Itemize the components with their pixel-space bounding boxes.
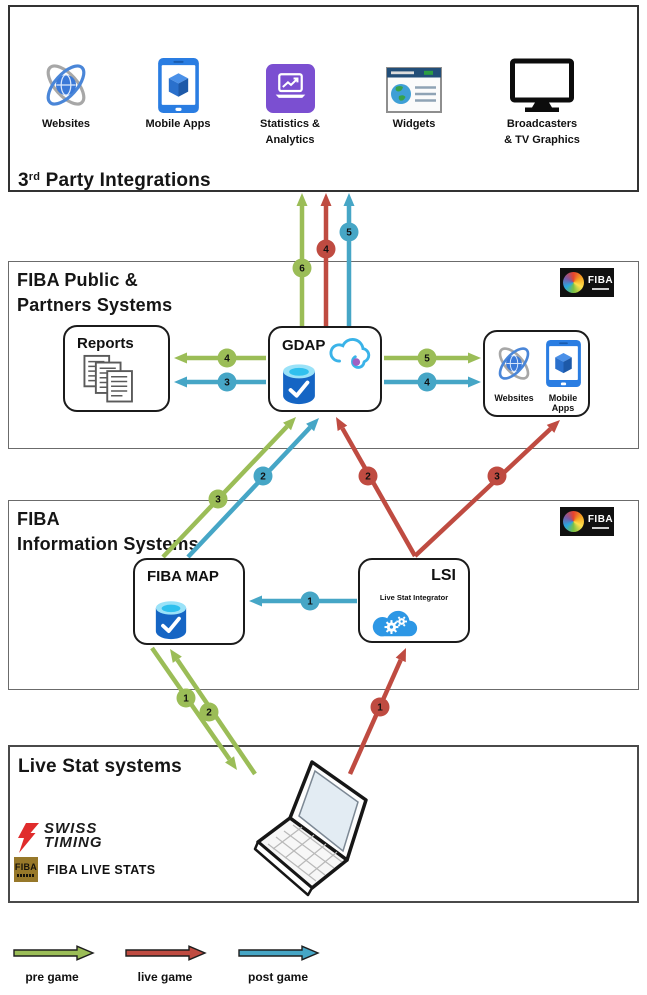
third-party-item-statistics: Statistics & Analytics bbox=[235, 55, 345, 148]
websites-icon bbox=[498, 347, 530, 380]
third-party-label: Widgets bbox=[392, 118, 436, 130]
section-title-fiba-info: FIBA Information Systems bbox=[17, 509, 199, 554]
fiba-wordmark: FIBA bbox=[587, 268, 614, 297]
fiba-live-stats-logo: FIBA FIBA LIVE STATS bbox=[14, 857, 156, 882]
legend-arrow-red bbox=[125, 945, 207, 961]
flow-arrowhead bbox=[320, 193, 332, 206]
flow-step-number: 1 bbox=[377, 703, 383, 714]
flow-step-badge bbox=[316, 239, 336, 259]
legend-label-post-game: post game bbox=[247, 970, 308, 984]
third-party-label: Mobile Apps bbox=[145, 118, 211, 130]
third-party-label: Statistics & bbox=[260, 118, 320, 130]
fiba-ball-icon bbox=[560, 507, 587, 536]
statistics-analytics-icon bbox=[235, 55, 345, 113]
reports-title: Reports bbox=[77, 335, 134, 352]
cloud-icon bbox=[329, 338, 371, 369]
widgets-icon bbox=[359, 55, 469, 113]
swiss-timing-wordmark: SWISS TIMING bbox=[44, 820, 103, 851]
laptop-illustration bbox=[253, 760, 368, 897]
fiba-wordmark: FIBA bbox=[587, 507, 614, 536]
flow-step-badge bbox=[199, 702, 219, 722]
legend-label-live-game: live game bbox=[137, 970, 193, 984]
fiba-ball-icon bbox=[560, 268, 587, 297]
webmob-mobile: Mobile Apps bbox=[540, 340, 586, 413]
third-party-label: Analytics bbox=[265, 134, 315, 146]
flow-step-number: 4 bbox=[323, 245, 329, 256]
node-websites-mobile-apps: Websites Mobile Apps bbox=[483, 330, 590, 417]
documents-icon bbox=[83, 354, 133, 403]
flow-step-badge bbox=[487, 466, 507, 486]
section-title-third-party: 3rd Party Integrations bbox=[18, 170, 211, 191]
flow-step-number: 1 bbox=[183, 694, 189, 705]
flow-step-badge bbox=[253, 466, 273, 486]
third-party-item-widgets: Widgets bbox=[359, 55, 469, 132]
section-title-live-stat: Live Stat systems bbox=[18, 756, 182, 777]
flow-step-badge bbox=[176, 688, 196, 708]
mobile-apps-label: Mobile Apps bbox=[548, 393, 578, 413]
fiba-logo: FIBA bbox=[560, 268, 614, 297]
legend-arrow-blue bbox=[238, 945, 320, 961]
azure-database-icon bbox=[283, 364, 315, 405]
websites-icon bbox=[11, 55, 121, 113]
swiss-timing-icon bbox=[18, 823, 39, 853]
third-party-label: Broadcasters bbox=[506, 118, 578, 130]
node-fiba-map: FIBA MAP bbox=[133, 558, 245, 645]
third-party-item-broadcasters: Broadcasters & TV Graphics bbox=[487, 55, 597, 148]
flow-step-badge bbox=[339, 222, 359, 242]
flow-step-badge bbox=[370, 697, 390, 717]
lsi-title: LSI bbox=[431, 567, 456, 584]
flow-step-number: 3 bbox=[494, 472, 500, 483]
flow-arrowhead bbox=[296, 193, 308, 206]
swiss-timing-logo: SWISS TIMING bbox=[14, 820, 103, 854]
flow-step-number: 2 bbox=[206, 708, 212, 719]
flow-step-number: 2 bbox=[260, 472, 266, 483]
fiba-live-stats-label: FIBA LIVE STATS bbox=[47, 862, 156, 877]
webmob-websites: Websites bbox=[490, 340, 538, 403]
node-lsi: LSI Live Stat Integrator bbox=[358, 558, 470, 643]
gdap-title: GDAP bbox=[282, 337, 326, 354]
node-gdap: GDAP bbox=[268, 326, 382, 412]
flow-step-badge bbox=[358, 466, 378, 486]
azure-database-icon bbox=[155, 601, 187, 640]
third-party-item-mobile-apps: Mobile Apps bbox=[123, 55, 233, 132]
fiba-logo: FIBA bbox=[560, 507, 614, 536]
tv-broadcast-icon bbox=[487, 55, 597, 113]
third-party-item-websites: Websites bbox=[11, 55, 121, 132]
flow-step-number: 2 bbox=[365, 472, 371, 483]
legend-label-pre-game: pre game bbox=[25, 970, 79, 984]
flow-step-number: 5 bbox=[346, 228, 352, 239]
lsi-subtitle: Live Stat Integrator bbox=[379, 593, 449, 602]
section-title-fiba-public: FIBA Public & Partners Systems bbox=[17, 270, 173, 315]
fiba-map-title: FIBA MAP bbox=[147, 568, 219, 585]
third-party-label: Websites bbox=[41, 118, 91, 130]
mobile-apps-icon bbox=[123, 55, 233, 113]
section-fiba-information: FIBA Information Systems FIBA bbox=[8, 500, 639, 690]
websites-label: Websites bbox=[494, 393, 534, 403]
mobile-apps-icon bbox=[545, 340, 581, 387]
legend-arrow-green bbox=[13, 945, 95, 961]
section-third-party-integrations: 3rd Party Integrations Websites bbox=[8, 5, 639, 192]
cloud-gears-icon bbox=[372, 610, 418, 637]
third-party-label: & TV Graphics bbox=[504, 134, 580, 146]
fiba-live-stats-badge-icon: FIBA bbox=[14, 857, 38, 882]
flow-arrowhead bbox=[343, 193, 355, 206]
node-reports: Reports bbox=[63, 325, 170, 412]
